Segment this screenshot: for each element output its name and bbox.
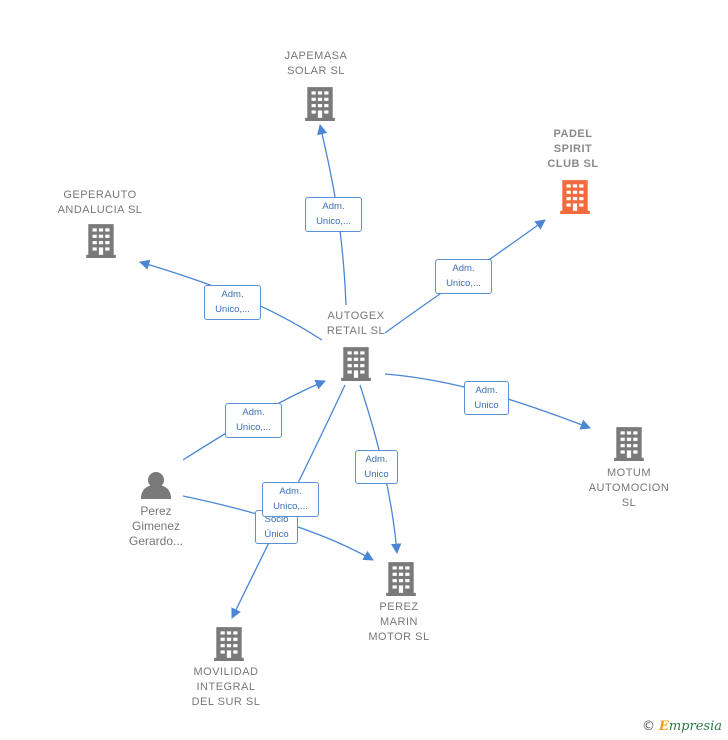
building-icon-highlight[interactable] bbox=[560, 180, 590, 214]
edge-label-to-motum: Adm. Unico bbox=[464, 381, 509, 415]
brand-initial: E bbox=[658, 719, 669, 734]
node-label-padel[interactable]: PADEL SPIRIT CLUB SL bbox=[547, 128, 599, 170]
building-icon[interactable] bbox=[86, 224, 116, 258]
edge-label-person-to-autogex: Adm. Unico,... bbox=[225, 403, 282, 438]
edge-label-to-perez-marin: Adm. Unico bbox=[355, 450, 398, 484]
copyright-symbol: © bbox=[641, 719, 655, 734]
node-label-autogex[interactable]: AUTOGEX RETAIL SL bbox=[326, 310, 386, 337]
building-icon[interactable] bbox=[386, 562, 416, 596]
building-icon[interactable] bbox=[214, 627, 244, 661]
building-icon[interactable] bbox=[341, 347, 371, 381]
node-label-japemasa[interactable]: JAPEMASA SOLAR SL bbox=[284, 50, 348, 77]
edge-label-to-padel: Adm. Unico,... bbox=[435, 259, 492, 294]
node-label-geperauto[interactable]: GEPERAUTO ANDALUCIA SL bbox=[57, 189, 143, 216]
node-label-movilidad[interactable]: MOVILIDAD INTEGRAL DEL SUR SL bbox=[191, 666, 261, 708]
edge-label-to-japemasa: Adm. Unico,... bbox=[305, 197, 362, 232]
building-icon[interactable] bbox=[305, 87, 335, 121]
node-label-perez-marin[interactable]: PEREZ MARIN MOTOR SL bbox=[368, 601, 430, 643]
edge-label-to-movilidad: Adm. Unico,... bbox=[262, 482, 319, 517]
empresia-watermark[interactable]: ©Empresia bbox=[642, 719, 722, 734]
edge-label-to-geperauto: Adm. Unico,... bbox=[204, 285, 261, 320]
node-label-motum[interactable]: MOTUM AUTOMOCION SL bbox=[588, 467, 670, 509]
brand-name: mpresia bbox=[668, 719, 722, 734]
building-icon[interactable] bbox=[614, 427, 644, 461]
person-icon[interactable] bbox=[141, 472, 171, 499]
node-label-person[interactable]: Perez Gimenez Gerardo... bbox=[128, 504, 184, 548]
